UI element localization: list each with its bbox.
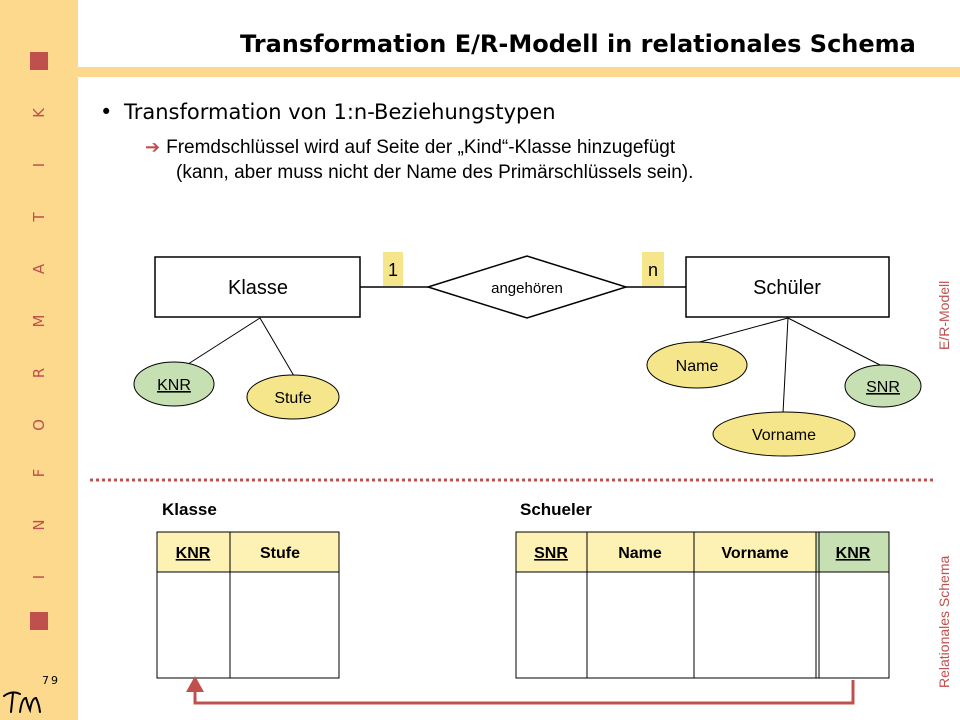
table-schueler: SNR Name Vorname KNR	[515, 531, 890, 679]
tm-logo	[3, 691, 41, 714]
col-name-header: Name	[618, 545, 662, 562]
foreign-key-arrow	[186, 676, 855, 705]
title-underline-band	[78, 67, 960, 77]
cardinality-left: 1	[383, 252, 403, 286]
bullet-main: • Transformation von 1:n-Beziehungstypen	[100, 100, 556, 124]
attribute-snr-label: SNR	[866, 379, 900, 396]
attribute-knr-label: KNR	[157, 377, 191, 394]
arrow-right-icon: ➔	[145, 137, 161, 157]
sidebar-square-bottom	[30, 612, 48, 630]
table-klasse-title: Klasse	[162, 500, 217, 519]
attribute-vorname-label: Vorname	[752, 427, 816, 444]
attribute-snr: SNR	[844, 364, 922, 408]
cardinality-right: n	[642, 252, 664, 286]
page-number: 79	[42, 674, 60, 687]
col-fk-knr-header: KNR	[836, 545, 871, 562]
sub-text-2: (kann, aber muss nicht der Name des Prim…	[176, 162, 694, 183]
bullet-text: Transformation von 1:n-Beziehungstypen	[124, 100, 556, 124]
cardinality-right-label: n	[648, 260, 658, 280]
attribute-name: Name	[646, 341, 748, 389]
entity-klasse: Klasse	[154, 256, 361, 318]
relationship-label: angehören	[491, 280, 563, 297]
bullet-dot: •	[100, 100, 113, 124]
attribute-stufe-label: Stufe	[274, 390, 311, 407]
attribute-stufe: Stufe	[246, 374, 340, 420]
relationship-angehoeren: angehören	[425, 255, 629, 319]
entity-klasse-label: Klasse	[228, 277, 288, 299]
sidebar: K I T A M R O F N I 79	[0, 0, 78, 720]
sidebar-square-top	[30, 52, 48, 70]
page-title: Transformation E/R-Modell in relationale…	[240, 30, 916, 58]
cardinality-left-label: 1	[388, 260, 398, 280]
table-schueler-title: Schueler	[520, 500, 592, 519]
entity-schueler: Schüler	[685, 256, 890, 318]
attribute-knr: KNR	[133, 361, 215, 407]
col-knr-header: KNR	[176, 545, 211, 562]
table-klasse: KNR Stufe	[156, 531, 340, 679]
col-stufe-header: Stufe	[260, 545, 300, 562]
col-vorname-header: Vorname	[721, 545, 788, 562]
attribute-vorname: Vorname	[712, 411, 856, 457]
entity-schueler-label: Schüler	[753, 277, 821, 299]
attribute-name-label: Name	[676, 358, 719, 375]
sub-bullet-2: (kann, aber muss nicht der Name des Prim…	[176, 162, 693, 184]
sub-bullet-1: ➔Fremdschlüssel wird auf Seite der „Kind…	[145, 137, 675, 159]
col-snr-header: SNR	[534, 545, 568, 562]
sub-text-1: Fremdschlüssel wird auf Seite der „Kind“…	[166, 137, 676, 158]
